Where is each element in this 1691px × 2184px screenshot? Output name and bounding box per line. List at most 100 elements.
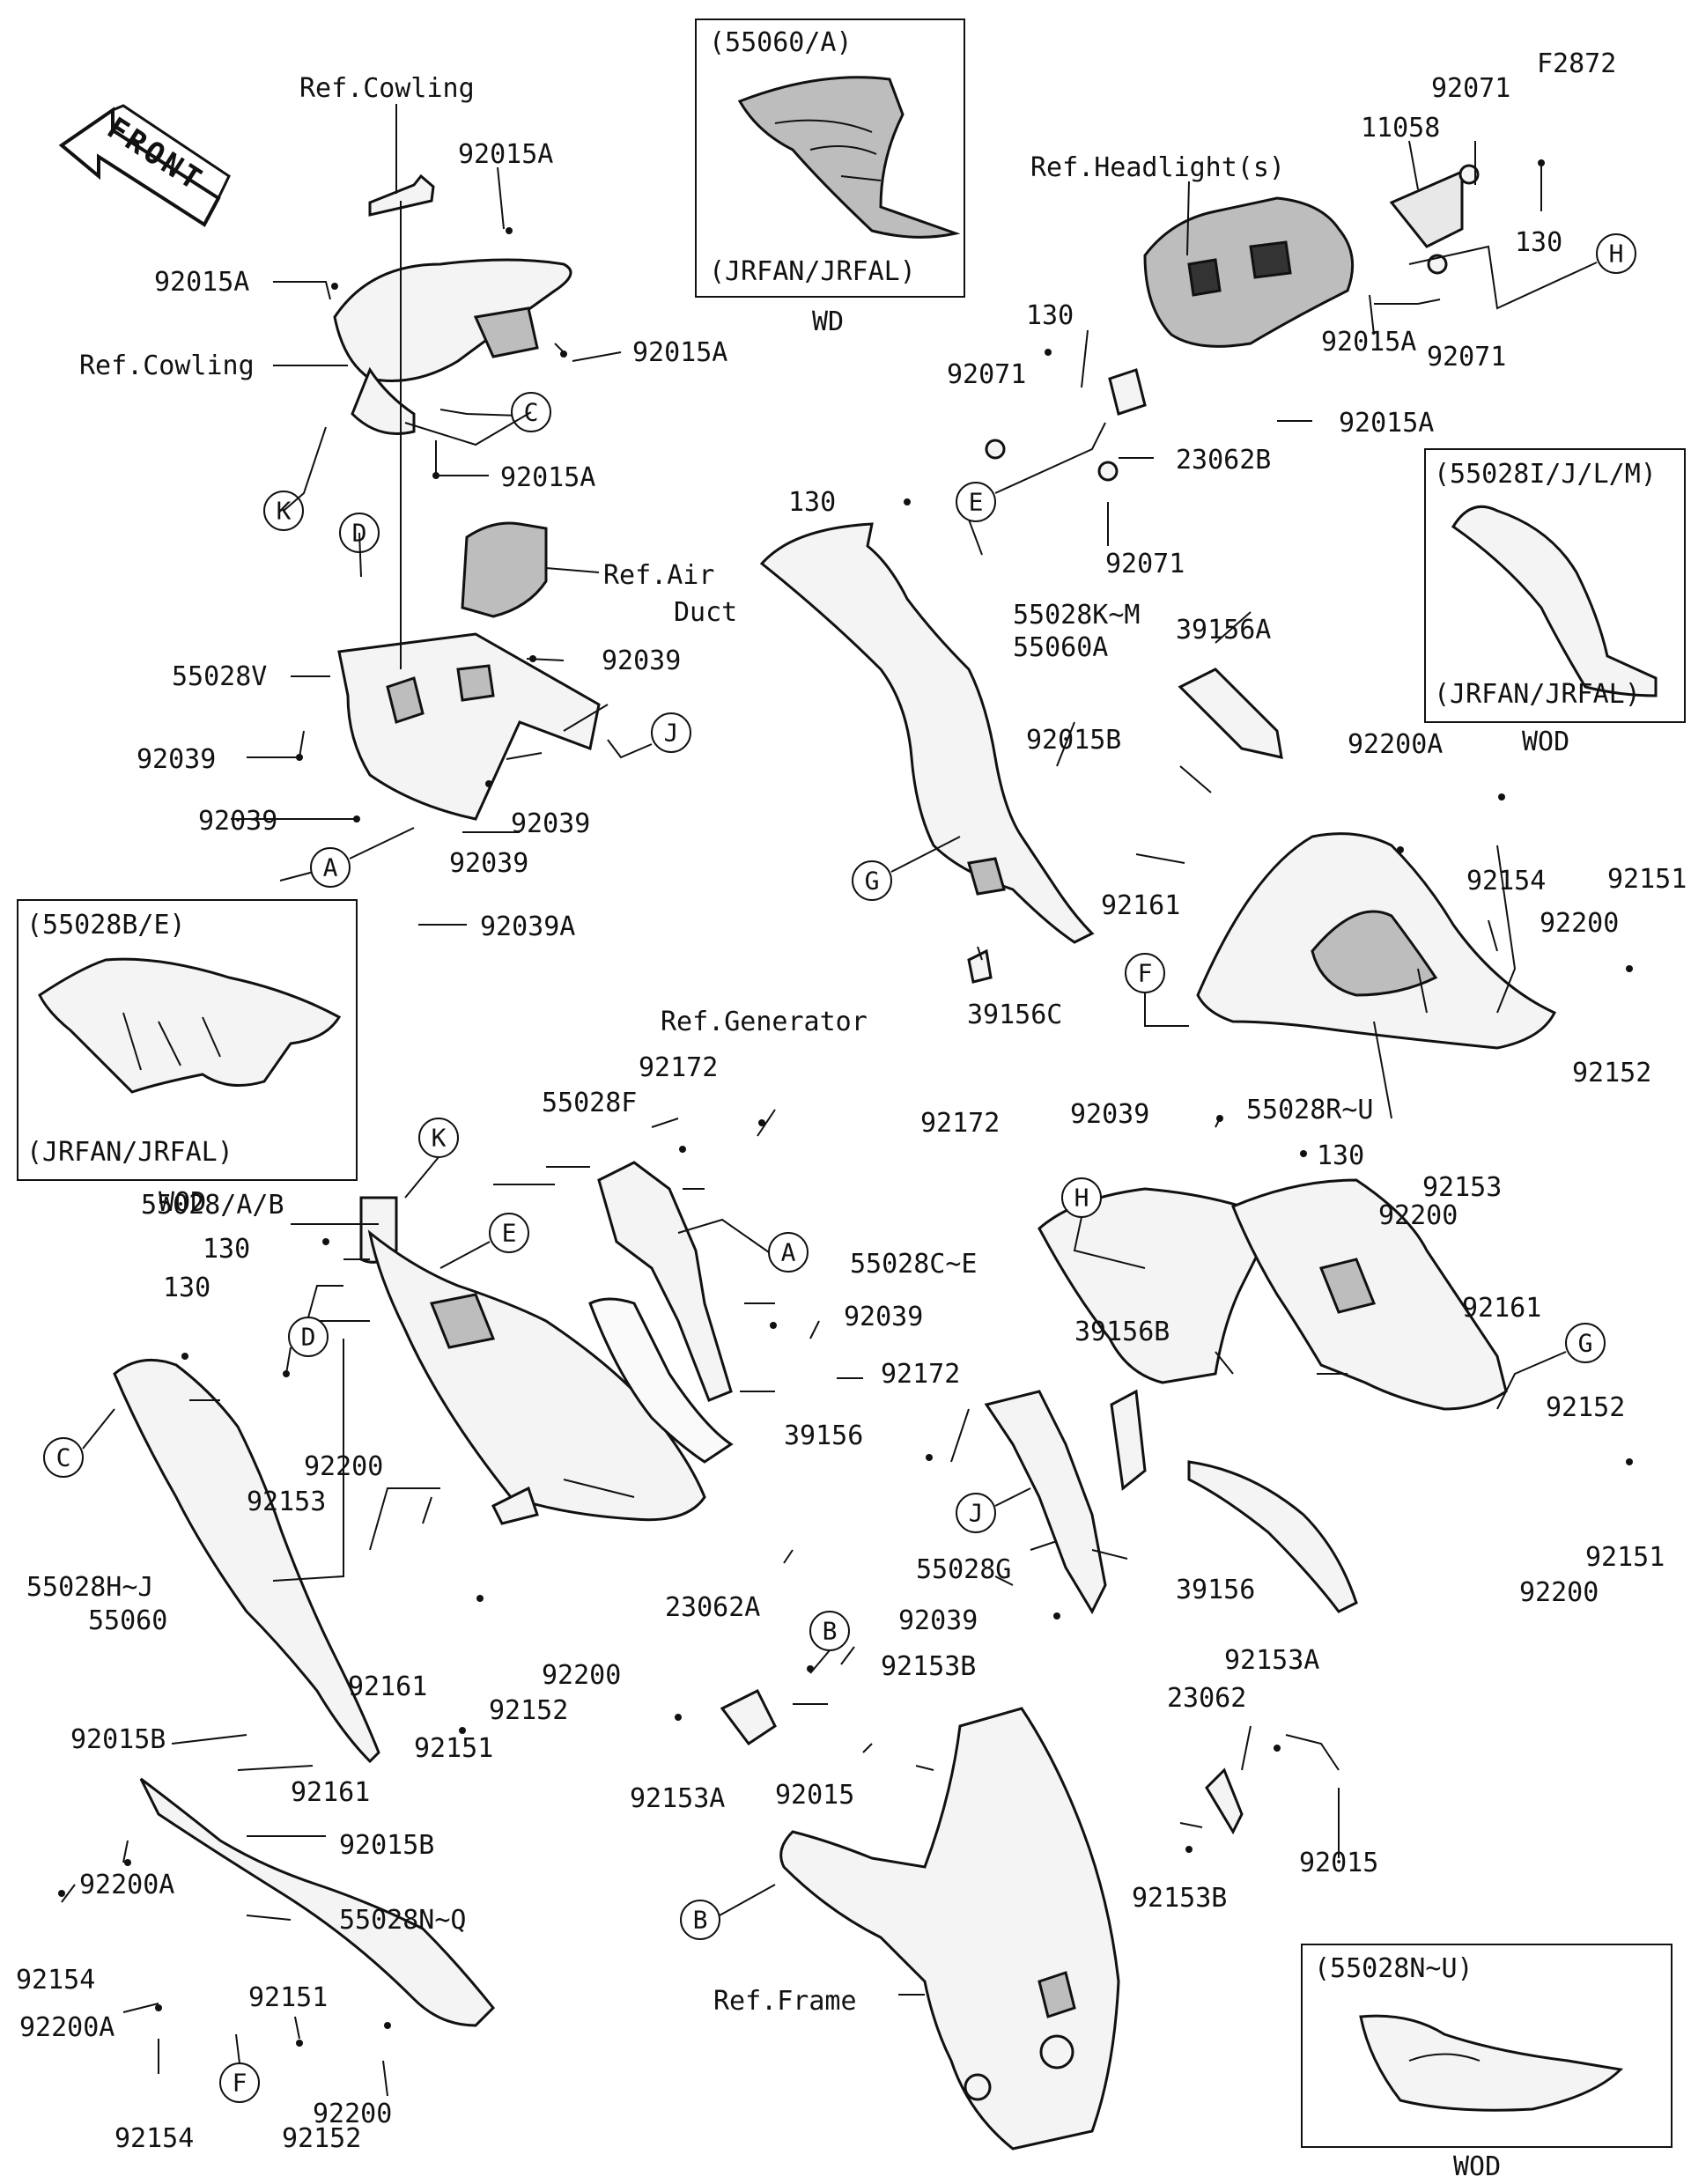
label-92039-5: 92039 [449, 848, 528, 879]
label-55028v: 55028V [172, 661, 267, 692]
label-55028ce: 55028C~E [850, 1249, 978, 1280]
frame-assembly [720, 1688, 1244, 2151]
label-55028ru: 55028R~U [1246, 1095, 1374, 1125]
inset-wod-55028be-code: (55028B/E) [26, 910, 186, 941]
label-92039-3: 92039 [511, 808, 590, 839]
part-labels: Ref.Cowling 92015A 92015A Ref.Cowling 92… [16, 73, 1687, 2154]
svg-text:A: A [781, 1238, 796, 1267]
callouts: C K D J A H E G F K E D C A H G J B B F [43, 233, 1636, 2103]
label-55028g: 55028G [916, 1554, 1011, 1585]
callout-j-2: J [956, 1493, 996, 1533]
label-92039-8: 92039 [898, 1605, 978, 1636]
label-92015a-1: 92015A [458, 139, 553, 170]
inset-wod-55028nu-code: (55028N~U) [1314, 1953, 1473, 1984]
headlight-assembly [985, 164, 1480, 482]
label-92039-6: 92039 [1070, 1099, 1149, 1130]
label-55028f: 55028F [542, 1088, 637, 1118]
label-92161-1: 92161 [1101, 890, 1180, 921]
label-23062a: 23062A [665, 1592, 760, 1623]
label-92154-2: 92154 [16, 1965, 95, 1996]
label-92039-7: 92039 [844, 1302, 923, 1332]
callout-k-2: K [418, 1118, 459, 1158]
label-92039-1: 92039 [602, 646, 681, 676]
label-55028ab: 55028/A/B [141, 1190, 284, 1221]
svg-text:H: H [1074, 1184, 1089, 1213]
label-92154-1: 92154 [1466, 866, 1546, 896]
inset-wd-55060a-code: (55060/A) [709, 27, 853, 58]
svg-text:J: J [969, 1499, 984, 1528]
label-130-6: 130 [1317, 1140, 1364, 1171]
label-ref-headlight: Ref.Headlight(s) [1030, 152, 1285, 183]
label-92151-2: 92151 [414, 1733, 493, 1764]
label-ref-cowling-mid: Ref.Cowling [79, 350, 255, 381]
label-39156a: 39156A [1176, 615, 1271, 646]
label-92015a-5: 92015A [1321, 327, 1416, 358]
svg-text:F: F [233, 2069, 247, 2098]
label-92161-2: 92161 [348, 1671, 427, 1702]
inset-wd-55060a: (55060/A) (JRFAN/JRFAL) WD [695, 18, 965, 337]
label-92151-4: 92151 [248, 1982, 328, 2013]
callout-a-1: A [310, 847, 351, 888]
label-92015-2: 92015 [1299, 1848, 1378, 1878]
label-92153b-1: 92153B [881, 1651, 976, 1682]
callout-a-2: A [768, 1232, 809, 1273]
inset-wod-55028be-variant: (JRFAN/JRFAL) [26, 1137, 233, 1168]
label-23062b: 23062B [1176, 445, 1271, 476]
label-130-1: 130 [1515, 227, 1562, 258]
inset-wd-55060a-caption: WD [812, 306, 844, 337]
callout-j-1: J [651, 712, 691, 753]
label-92153a-2: 92153A [1224, 1645, 1319, 1676]
svg-text:C: C [56, 1443, 71, 1472]
label-92071-1: 92071 [1431, 73, 1510, 104]
label-92015b-3: 92015B [339, 1830, 434, 1861]
label-92172-2: 92172 [920, 1108, 1000, 1139]
label-55060: 55060 [88, 1605, 167, 1636]
callout-e-1: E [956, 482, 996, 522]
label-ref-frame: Ref.Frame [713, 1986, 857, 2017]
label-55028nq: 55028N~Q [339, 1905, 467, 1936]
callout-f-1: F [1125, 953, 1165, 993]
inset-wod-55028ijlm-caption: WOD [1522, 727, 1569, 757]
inset-wod-55028ijlm: (55028I/J/L/M) (JRFAN/JRFAL) WOD [1424, 448, 1686, 757]
label-39156-2: 39156 [1176, 1575, 1255, 1605]
label-92161-4: 92161 [291, 1777, 370, 1808]
label-92039-2: 92039 [137, 744, 216, 775]
callout-f-2: F [219, 2062, 260, 2103]
label-11058: 11058 [1361, 113, 1440, 144]
label-23062: 23062 [1167, 1683, 1246, 1714]
label-39156-1: 39156 [784, 1420, 863, 1451]
fastener-dots [58, 159, 1633, 2047]
svg-text:J: J [664, 719, 679, 748]
svg-text:G: G [865, 867, 880, 896]
label-92151-1: 92151 [1607, 864, 1687, 895]
label-92039a: 92039A [480, 911, 575, 942]
svg-text:D: D [301, 1323, 316, 1352]
label-92015a-4: 92015A [500, 462, 595, 493]
label-130-3: 130 [788, 487, 836, 518]
label-92153-1: 92153 [247, 1487, 326, 1517]
label-130-4: 130 [203, 1234, 250, 1265]
inset-wod-55028ijlm-variant: (JRFAN/JRFAL) [1434, 679, 1641, 710]
label-92015a-2: 92015A [154, 267, 249, 298]
label-92039-4: 92039 [198, 806, 277, 837]
inset-wod-55028ijlm-code: (55028I/J/L/M) [1434, 459, 1657, 490]
inset-wod-55028nu-caption: WOD [1453, 2151, 1501, 2182]
label-92200a-1: 92200A [1348, 729, 1443, 760]
label-92152-2: 92152 [489, 1695, 568, 1726]
label-92152-3: 92152 [1546, 1392, 1625, 1423]
label-ref-generator: Ref.Generator [661, 1007, 868, 1037]
lower-left-assembly [113, 1161, 734, 2027]
label-92153-2: 92153 [1422, 1172, 1502, 1203]
label-92200-6: 92200 [313, 2099, 392, 2129]
label-130-2: 130 [1026, 300, 1074, 331]
front-arrow-icon: FRONT [58, 104, 231, 227]
label-92153b-2: 92153B [1132, 1883, 1227, 1914]
label-55028km: 55028K~M [1013, 600, 1141, 631]
label-92015b-1: 92015B [1026, 725, 1121, 756]
callout-h-2: H [1061, 1177, 1102, 1218]
label-92200-4: 92200 [1378, 1200, 1458, 1231]
label-92071-3: 92071 [947, 359, 1026, 390]
svg-text:F: F [1138, 959, 1153, 988]
inset-wd-55060a-variant: (JRFAN/JRFAL) [709, 256, 916, 287]
